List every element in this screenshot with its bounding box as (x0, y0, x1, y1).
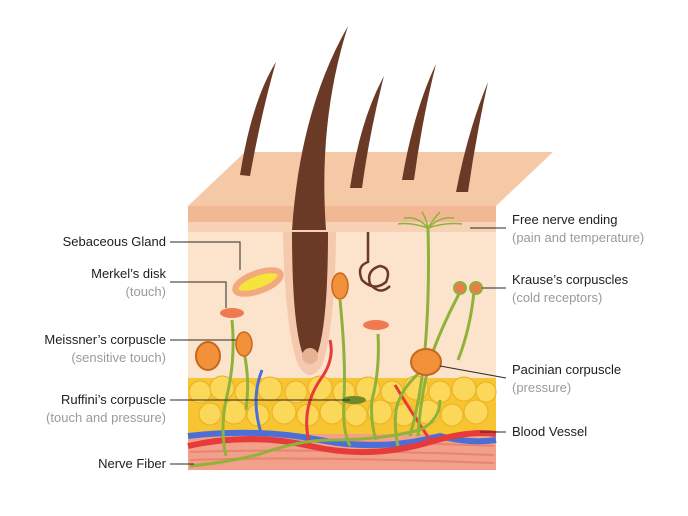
ruffinis-corpuscle-shape (342, 396, 366, 404)
label-pacinian-corpuscle: Pacinian corpuscle (512, 362, 622, 377)
label-krauses-corpuscles: Krause’s corpuscles (512, 272, 629, 287)
hair-bulb (302, 348, 318, 364)
label-nerve-fiber: Nerve Fiber (98, 456, 166, 471)
vein-branch (254, 369, 264, 437)
label-free-nerve-ending: Free nerve ending (512, 212, 618, 227)
leader-lines (170, 227, 507, 465)
free-nerve-ending-branches (397, 211, 463, 229)
label-pacinian-corpuscle-sub: (pressure) (512, 380, 572, 395)
label-sebaceous-gland: Sebaceous Gland (62, 234, 166, 249)
krause-corpuscle-2 (469, 281, 483, 295)
label-blood-vessel: Blood Vessel (512, 424, 588, 439)
label-merkels-disk-sub: (touch) (125, 284, 166, 299)
dermal-corpuscle-shape (331, 272, 349, 300)
merkels-disk-shape (220, 308, 244, 318)
hairs (240, 26, 488, 230)
epidermis-lower (188, 222, 496, 232)
pacinian-corpuscle-left (195, 341, 221, 371)
label-ruffinis-corpuscle-sub: (touch and pressure) (46, 410, 166, 425)
label-free-nerve-ending-sub: (pain and temperature) (512, 230, 645, 245)
epidermis-layer (188, 206, 496, 222)
artery-branch-2 (393, 384, 432, 441)
vein-vessel (187, 429, 497, 449)
label-meissners-corpuscle-sub: (sensitive touch) (71, 350, 166, 365)
label-ruffinis-corpuscle: Ruffini’s corpuscle (60, 392, 166, 407)
label-krauses-corpuscles-sub: (cold receptors) (512, 290, 603, 305)
label-meissners-corpuscle: Meissner’s corpuscle (44, 332, 166, 347)
hair-root (292, 232, 328, 359)
label-merkels-disk: Merkel’s disk (91, 266, 166, 281)
sebaceous-gland-shape (232, 267, 284, 297)
meissners-corpuscle-shape (235, 331, 253, 357)
sweat-gland-coil (358, 232, 391, 292)
artery-vessel (187, 430, 497, 456)
fat-cells (188, 375, 497, 427)
dermal-disk-shape (363, 320, 389, 330)
artery-branch (305, 339, 333, 447)
krause-corpuscle-1 (453, 281, 467, 295)
pacinian-corpuscle-right (410, 348, 442, 376)
